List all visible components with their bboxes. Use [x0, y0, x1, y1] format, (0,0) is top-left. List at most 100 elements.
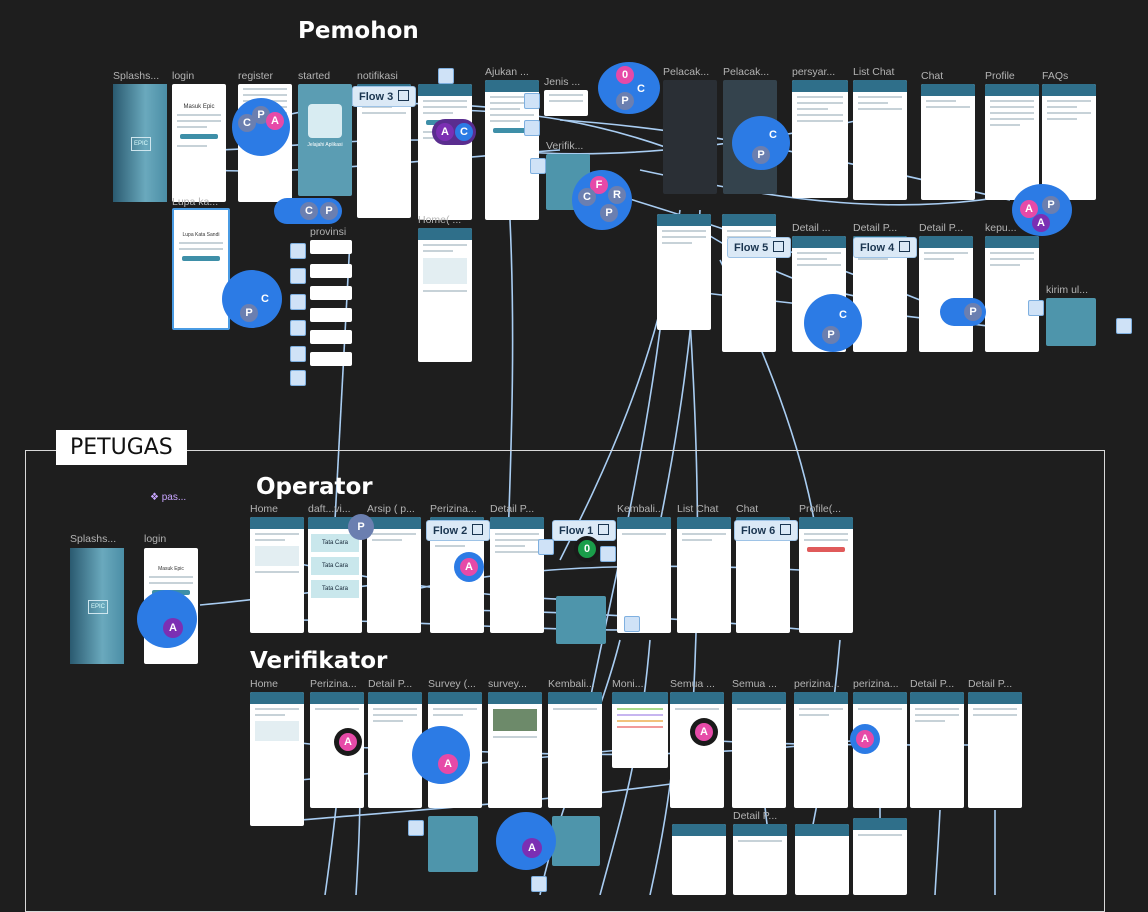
collaborator-avatars[interactable]: 0 C P: [598, 62, 660, 114]
verifikator-monitoring-frame[interactable]: [612, 692, 668, 768]
operator-kembali-frame[interactable]: [617, 517, 671, 633]
collaborator-avatars[interactable]: C P: [274, 198, 342, 224]
avatar: P: [1042, 196, 1060, 214]
copy-icon[interactable]: [408, 820, 424, 836]
copy-icon[interactable]: [290, 268, 306, 284]
verifikator-survey-2-frame[interactable]: [488, 692, 542, 808]
collaborator-avatars[interactable]: 0: [574, 536, 600, 562]
faqs-screen-frame[interactable]: [1042, 84, 1096, 200]
banner: Tata Cara: [311, 580, 359, 598]
collaborator-avatars[interactable]: A: [454, 552, 484, 582]
home-screen-frame[interactable]: [418, 228, 472, 362]
collaborator-avatars[interactable]: A: [412, 726, 470, 784]
verifikator-detail-4-frame[interactable]: [733, 824, 787, 895]
jenis-2-frame[interactable]: [310, 352, 352, 366]
flow-5-start[interactable]: Flow 5: [727, 237, 792, 258]
flow-1-start[interactable]: Flow 1: [552, 520, 617, 541]
operator-modal-frame[interactable]: [556, 596, 606, 644]
provinsi-frame[interactable]: [310, 240, 352, 254]
collaborator-avatars[interactable]: P: [940, 298, 986, 326]
beranda-screen-frame[interactable]: [418, 84, 472, 220]
collaborator-avatars[interactable]: A: [690, 718, 718, 746]
copy-icon[interactable]: [1028, 300, 1044, 316]
copy-icon[interactable]: [290, 346, 306, 362]
verifikator-semua-2-frame[interactable]: [732, 692, 786, 808]
verifikator-list-frame[interactable]: [672, 824, 726, 895]
operator-home-frame[interactable]: [250, 517, 304, 633]
keputusan-frame[interactable]: [985, 236, 1039, 352]
kirim-ulang-frame[interactable]: [1046, 298, 1096, 346]
frame-label: Verifik...: [546, 140, 584, 152]
verifikator-modal-frame[interactable]: [428, 816, 478, 872]
collaborator-avatars[interactable]: A C: [432, 119, 476, 145]
started-screen-frame[interactable]: Jelajahi Aplikasi: [298, 84, 352, 196]
link-icon[interactable]: [524, 120, 540, 136]
verifikator-home-frame[interactable]: [250, 692, 304, 826]
collaborator-avatars[interactable]: A: [850, 724, 880, 754]
operator-arsip-frame[interactable]: [367, 517, 421, 633]
verifikator-modal-2-frame[interactable]: [552, 816, 600, 866]
jenis-screen-frame[interactable]: [544, 90, 588, 116]
collaborator-avatars[interactable]: C P: [804, 294, 862, 352]
operator-detail-frame[interactable]: [490, 517, 544, 633]
kecamatan-frame[interactable]: [310, 286, 352, 300]
frame-label: Detail ...: [792, 222, 831, 234]
copy-icon[interactable]: [290, 320, 306, 336]
copy-icon[interactable]: [530, 158, 546, 174]
operator-profile-frame[interactable]: [799, 517, 853, 633]
avatar: A: [1032, 214, 1050, 232]
copy-icon[interactable]: [538, 539, 554, 555]
kabupaten-frame[interactable]: [310, 264, 352, 278]
kelurahan-frame[interactable]: [310, 308, 352, 322]
flow-3-start[interactable]: Flow 3: [352, 86, 417, 107]
list-chat-screen-frame[interactable]: [853, 80, 907, 200]
verifikator-kembali-frame[interactable]: [548, 692, 602, 808]
back-arrow-icon[interactable]: [438, 68, 454, 84]
link-icon[interactable]: [524, 93, 540, 109]
persyaratan-screen-frame[interactable]: [792, 80, 848, 198]
verifikator-semua-frame[interactable]: [670, 692, 724, 808]
collaborator-avatars[interactable]: F R C P: [572, 170, 632, 230]
collaborator-avatars[interactable]: C P: [732, 116, 790, 170]
verifikator-detail-3-frame[interactable]: [968, 692, 1022, 808]
operator-splash-frame[interactable]: EPIC: [70, 548, 124, 664]
profile-screen-frame[interactable]: [985, 84, 1039, 200]
detail-b-frame[interactable]: [722, 214, 776, 352]
collaborator-avatars[interactable]: P: [348, 514, 374, 540]
avatar: C: [834, 306, 852, 324]
lupa-kata-sandi-frame[interactable]: Lupa Kata Sandi: [172, 208, 230, 330]
detail-a-frame[interactable]: [657, 214, 711, 330]
detail-e-frame[interactable]: [919, 236, 973, 352]
copy-icon[interactable]: [290, 370, 306, 386]
copy-icon[interactable]: [290, 294, 306, 310]
copy-icon[interactable]: [290, 243, 306, 259]
flow-6-start[interactable]: Flow 6: [734, 520, 799, 541]
verifikator-detail-2-frame[interactable]: [910, 692, 964, 808]
frame-label: Detail P...: [733, 810, 778, 822]
collaborator-avatars[interactable]: C P A: [232, 98, 290, 156]
verifikator-detail-5-frame[interactable]: [853, 818, 907, 895]
verifikator-perizinan-2-frame[interactable]: [794, 692, 848, 808]
login-screen-frame[interactable]: Masuk Epic: [172, 84, 226, 202]
close-icon[interactable]: [1116, 318, 1132, 334]
frame-label: kirim ul...: [1046, 284, 1088, 296]
close-icon[interactable]: [624, 616, 640, 632]
flow-2-start[interactable]: Flow 2: [426, 520, 491, 541]
jenis-frame[interactable]: [310, 330, 352, 344]
operator-list-chat-frame[interactable]: [677, 517, 731, 633]
frame-label: Profile(...: [799, 503, 842, 515]
copy-icon[interactable]: [600, 546, 616, 562]
splash-screen-frame[interactable]: EPIC: [113, 84, 167, 202]
copy-icon[interactable]: [531, 876, 547, 892]
verifikator-list-2-frame[interactable]: [795, 824, 849, 895]
frame-label: provinsi: [310, 226, 347, 238]
collaborator-avatars[interactable]: A: [334, 728, 362, 756]
collaborator-avatars[interactable]: A: [137, 590, 197, 648]
banner: Tata Cara: [311, 557, 359, 575]
flow-4-start[interactable]: Flow 4: [853, 237, 918, 258]
collaborator-avatars[interactable]: A: [496, 812, 556, 870]
pelacakan-screen-frame[interactable]: [663, 80, 717, 194]
collaborator-avatars[interactable]: C P: [222, 270, 282, 328]
chat-screen-frame[interactable]: [921, 84, 975, 200]
collaborator-avatars[interactable]: A A P: [1012, 184, 1072, 236]
